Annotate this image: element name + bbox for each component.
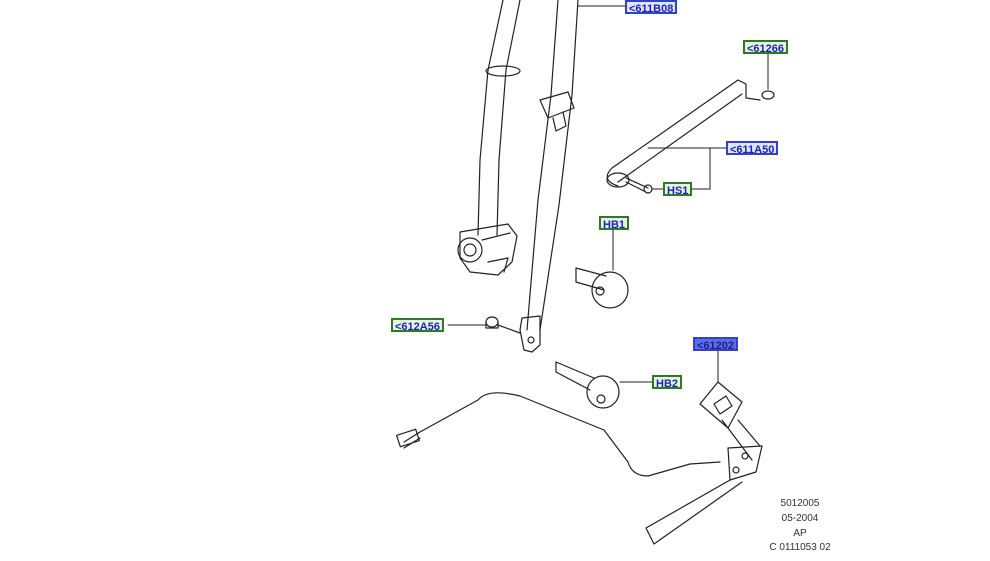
callout-61202[interactable]: <61202 <box>693 337 739 352</box>
lower-anchor-plate <box>519 315 541 353</box>
drawing-reference: C 0111053 02 <box>769 542 831 553</box>
nut-61266 <box>761 90 775 100</box>
callout-61266[interactable]: <61266 <box>743 40 789 55</box>
height-adjuster-rail <box>606 79 761 187</box>
webbing-loop-guide <box>485 65 521 77</box>
belt-webbing-right <box>526 0 579 331</box>
callout-HB1[interactable]: HB1 <box>599 216 630 231</box>
harness-connector <box>396 428 420 448</box>
retractor-reel <box>457 223 518 276</box>
drawing-date: 05-2004 <box>781 513 819 524</box>
belt-webbing-left <box>477 0 521 236</box>
webbing-slider-clip <box>539 91 575 132</box>
bolt-HB2 <box>555 361 620 409</box>
callout-HB2[interactable]: HB2 <box>652 375 683 390</box>
callout-611B08[interactable]: <611B08 <box>625 0 678 15</box>
bolt-HB1 <box>575 267 629 309</box>
callout-612A56[interactable]: <612A56 <box>391 318 444 333</box>
wiring-harness <box>403 392 721 477</box>
callout-611A50[interactable]: <611A50 <box>726 141 779 156</box>
buckle-61202 <box>645 381 763 545</box>
callout-HS1[interactable]: HS1 <box>663 182 693 197</box>
drawing-code: AP <box>793 528 807 539</box>
drawing-number: 5012005 <box>780 498 820 509</box>
anchor-nut-612A56 <box>485 316 499 329</box>
